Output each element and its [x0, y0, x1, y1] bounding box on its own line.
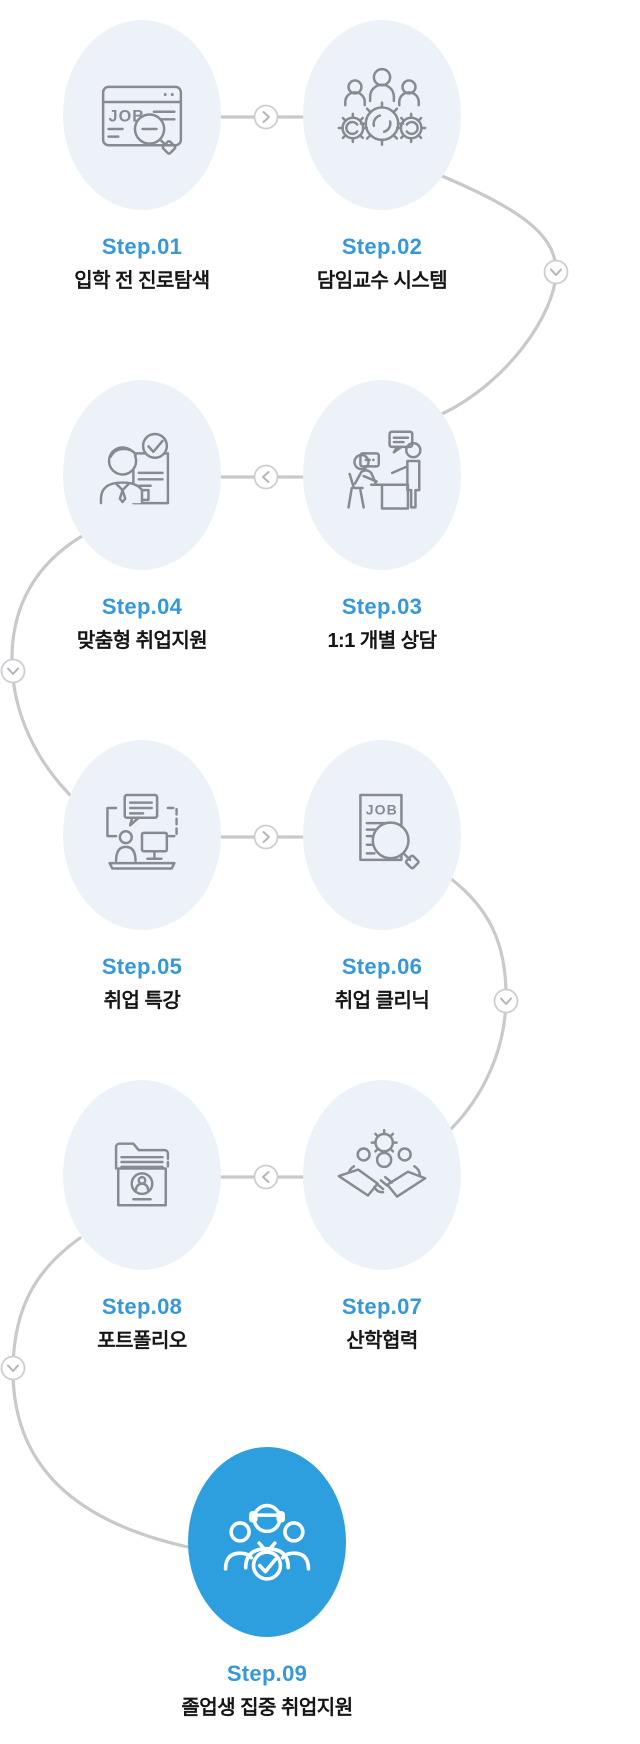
step-06-circle: JOB: [303, 740, 461, 930]
step-node-09: Step.09 졸업생 집중 취업지원: [137, 1447, 397, 1720]
chevron-right-icon: [253, 104, 279, 130]
portfolio-folder-icon: [88, 1121, 196, 1229]
chevron-down-icon: [0, 1355, 26, 1381]
chevron-right-icon: [253, 824, 279, 850]
step-04-circle: [63, 380, 221, 570]
step-node-04: Step.04 맞춤형 취업지원: [12, 380, 272, 653]
svg-text:JOB: JOB: [366, 801, 398, 817]
job-document-search-icon: JOB: [328, 781, 436, 889]
handshake-icon: [328, 1121, 436, 1229]
step-07-circle: [303, 1080, 461, 1270]
step-08-title: 포트폴리오: [97, 1330, 187, 1352]
svg-text:JOB: JOB: [109, 107, 146, 125]
chevron-left-icon: [253, 464, 279, 490]
step-node-08: Step.08 포트폴리오: [12, 1080, 272, 1353]
step-node-07: Step.07 산학협력: [252, 1080, 512, 1353]
chevron-down-icon: [543, 259, 569, 285]
step-node-02: Step.02 담임교수 시스템: [252, 20, 512, 293]
step-09-label: Step.09: [226, 1661, 308, 1686]
step-04-label: Step.04: [101, 594, 183, 619]
step-05-label: Step.05: [101, 954, 183, 979]
step-01-label: Step.01: [101, 234, 183, 259]
step-06-label: Step.06: [341, 954, 423, 979]
graduates-team-icon: [211, 1486, 323, 1598]
chevron-left-icon: [253, 1164, 279, 1190]
step-04-title: 맞춤형 취업지원: [76, 630, 208, 652]
step-06-title: 취업 클리닉: [334, 990, 430, 1012]
step-09-circle: [188, 1447, 346, 1637]
step-node-01: JOB Step.01 입학 전 진로탐색: [12, 20, 272, 293]
step-09-title: 졸업생 집중 취업지원: [181, 1697, 353, 1719]
step-01-circle: JOB: [63, 20, 221, 210]
step-02-title: 담임교수 시스템: [316, 270, 448, 292]
step-03-title: 1:1 개별 상담: [327, 630, 437, 652]
lecture-icon: [88, 781, 196, 889]
step-05-circle: [63, 740, 221, 930]
step-08-circle: [63, 1080, 221, 1270]
step-08-label: Step.08: [101, 1294, 183, 1319]
team-gears-icon: [328, 61, 436, 169]
step-node-03: Step.03 1:1 개별 상담: [252, 380, 512, 653]
step-02-circle: [303, 20, 461, 210]
step-01-title: 입학 전 진로탐색: [74, 270, 210, 292]
step-03-label: Step.03: [341, 594, 423, 619]
step-node-05: Step.05 취업 특강: [12, 740, 272, 1013]
chevron-down-icon: [493, 988, 519, 1014]
counseling-icon: [328, 421, 436, 529]
person-checklist-icon: [88, 421, 196, 529]
job-search-browser-icon: JOB: [88, 61, 196, 169]
step-07-label: Step.07: [341, 1294, 423, 1319]
step-07-title: 산학협력: [346, 1330, 418, 1352]
step-05-title: 취업 특강: [103, 990, 181, 1012]
chevron-down-icon: [0, 658, 26, 684]
step-02-label: Step.02: [341, 234, 423, 259]
step-03-circle: [303, 380, 461, 570]
step-node-06: JOB Step.06 취업 클리닉: [252, 740, 512, 1013]
